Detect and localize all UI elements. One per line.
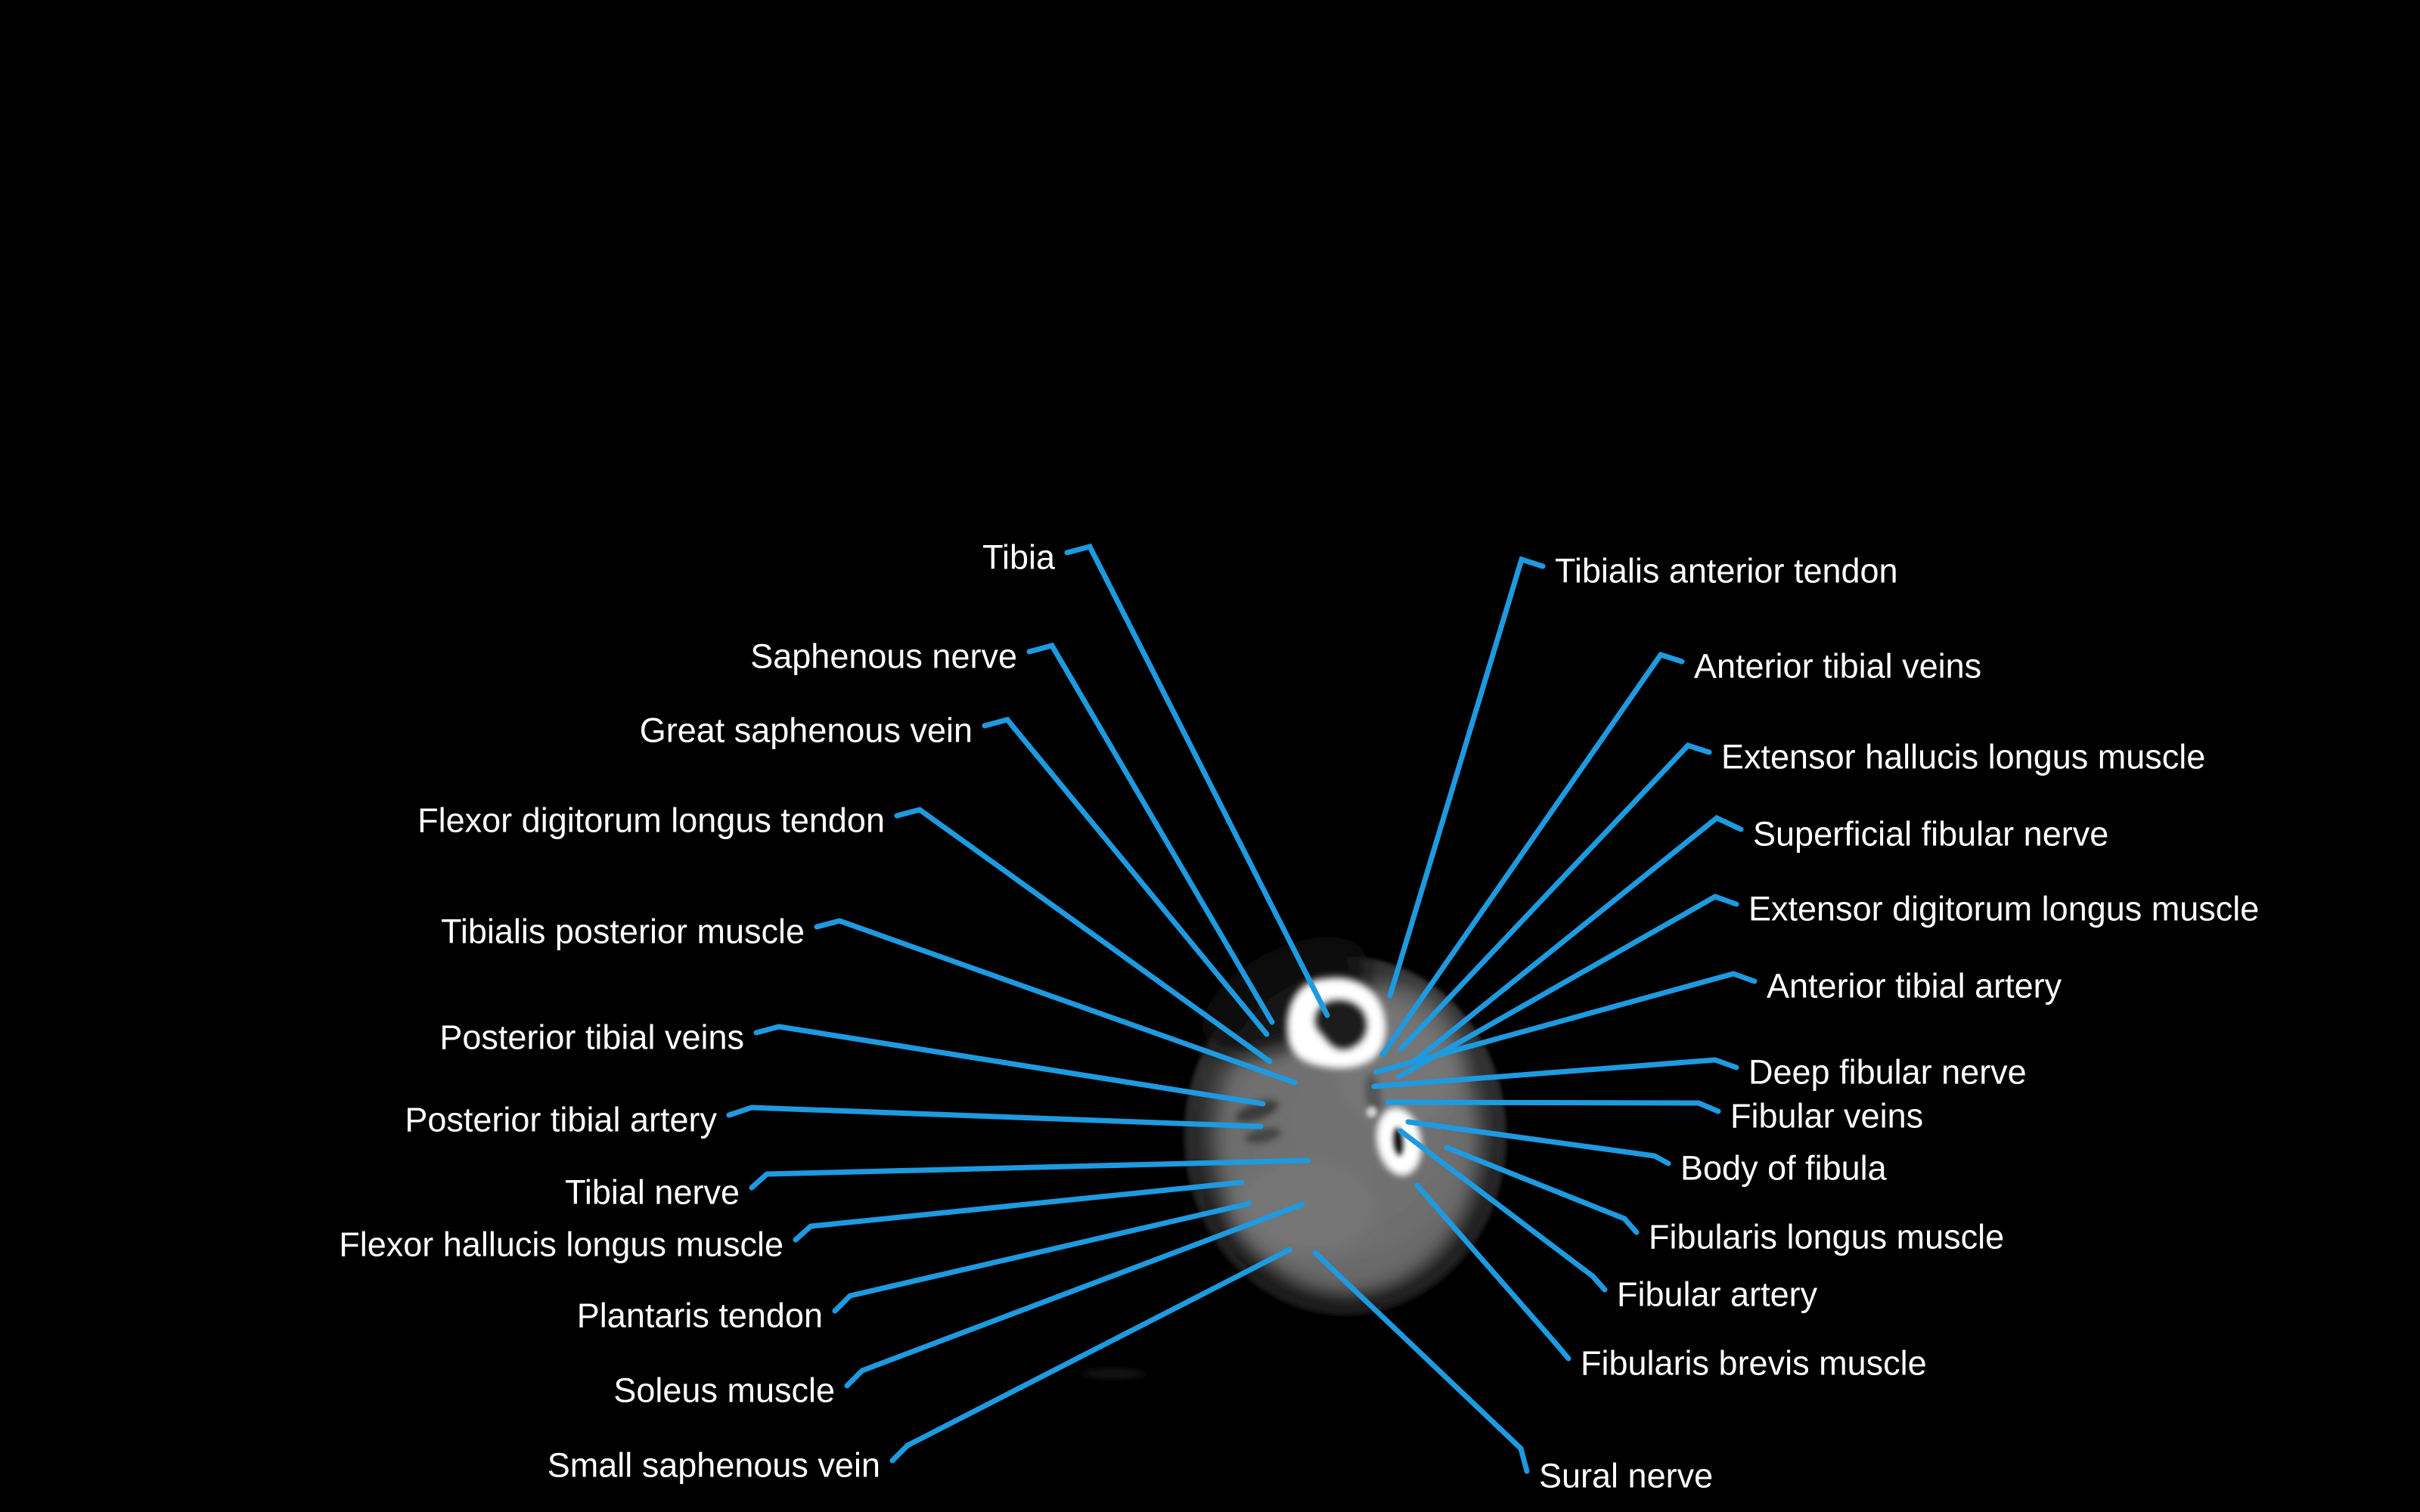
- label-small-saphenous-vein: Small saphenous vein: [548, 1446, 880, 1485]
- leader-line-posterior-tibial-artery: [726, 1105, 1264, 1129]
- leader-line-saphenous-nerve: [1026, 642, 1275, 1025]
- leader-line-small-saphenous-vein: [889, 1247, 1292, 1464]
- posteromedial-fat-plane-2: [1245, 1127, 1281, 1144]
- leader-line-tibialis-posterior-muscle: [814, 918, 1298, 1086]
- leader-line-superficial-fibular-nerve: [1411, 814, 1744, 1064]
- leader-line-deep-fibular-nerve: [1371, 1057, 1739, 1089]
- label-superficial-fibular-nerve: Superficial fibular nerve: [1753, 815, 2108, 854]
- label-body-of-fibula: Body of fibula: [1680, 1149, 1888, 1188]
- label-fibular-veins: Fibular veins: [1730, 1097, 1923, 1136]
- leader-line-fibular-veins: [1385, 1099, 1721, 1114]
- leader-line-fibularis-brevis-muscle: [1414, 1182, 1571, 1362]
- label-deep-fibular-nerve: Deep fibular nerve: [1748, 1053, 2027, 1092]
- label-tibialis-anterior-tendon: Tibialis anterior tendon: [1555, 552, 1898, 590]
- subcutaneous-fat-band: [1202, 937, 1369, 1056]
- label-tibia: Tibia: [982, 538, 1056, 577]
- label-fibularis-brevis-muscle: Fibularis brevis muscle: [1581, 1344, 1927, 1383]
- label-tibial-nerve: Tibial nerve: [565, 1173, 740, 1212]
- vessel-bright-spot: [1367, 1107, 1377, 1117]
- leader-line-flexor-digitorum-longus-tendon: [894, 807, 1273, 1064]
- label-anterior-tibial-artery: Anterior tibial artery: [1767, 967, 2062, 1005]
- posterior-compartment-muscle: [1230, 1163, 1375, 1256]
- leader-line-tibial-nerve: [749, 1157, 1311, 1191]
- label-soleus-muscle: Soleus muscle: [613, 1371, 835, 1410]
- leader-line-great-saphenous-vein: [982, 717, 1270, 1037]
- leader-line-anterior-tibial-veins: [1379, 651, 1685, 1058]
- leader-line-anterior-tibial-artery: [1373, 971, 1758, 1075]
- leader-line-plantaris-tendon: [832, 1201, 1252, 1314]
- leader-lines-layer: [726, 543, 1758, 1474]
- label-extensor-hallucis-longus-muscle: Extensor hallucis longus muscle: [1721, 738, 2205, 776]
- label-extensor-digitorum-longus-muscle: Extensor digitorum longus muscle: [1748, 890, 2259, 928]
- label-fibular-artery: Fibular artery: [1617, 1275, 1818, 1314]
- leader-line-tibia: [1064, 543, 1330, 1018]
- leader-line-flexor-hallucis-longus-muscle: [793, 1179, 1245, 1243]
- label-plantaris-tendon: Plantaris tendon: [577, 1297, 823, 1335]
- leader-line-body-of-fibula: [1405, 1119, 1671, 1167]
- label-saphenous-nerve: Saphenous nerve: [750, 637, 1017, 676]
- leader-line-fibularis-longus-muscle: [1444, 1145, 1640, 1235]
- label-sural-nerve: Sural nerve: [1539, 1457, 1713, 1495]
- label-fibularis-longus-muscle: Fibularis longus muscle: [1649, 1218, 2004, 1256]
- label-flexor-digitorum-longus-tendon: Flexor digitorum longus tendon: [417, 801, 885, 840]
- label-flexor-hallucis-longus-muscle: Flexor hallucis longus muscle: [339, 1225, 783, 1264]
- label-tibialis-posterior-muscle: Tibialis posterior muscle: [441, 912, 805, 951]
- leader-line-soleus-muscle: [844, 1201, 1305, 1389]
- leader-line-extensor-hallucis-longus-muscle: [1398, 742, 1712, 1052]
- leader-line-posterior-tibial-veins: [753, 1024, 1266, 1107]
- leader-line-sural-nerve: [1312, 1250, 1530, 1474]
- leader-line-tibialis-anterior-tendon: [1387, 556, 1546, 999]
- label-posterior-tibial-artery: Posterior tibial artery: [405, 1101, 717, 1139]
- leader-line-fibular-artery: [1398, 1128, 1608, 1293]
- label-posterior-tibial-veins: Posterior tibial veins: [439, 1018, 744, 1057]
- leader-line-extensor-digitorum-longus-muscle: [1396, 894, 1739, 1080]
- label-great-saphenous-vein: Great saphenous vein: [640, 711, 973, 750]
- label-anterior-tibial-veins: Anterior tibial veins: [1694, 647, 1981, 686]
- posteromedial-fat-plane: [1235, 1100, 1279, 1123]
- ct-artifact-streak: [1081, 1370, 1145, 1377]
